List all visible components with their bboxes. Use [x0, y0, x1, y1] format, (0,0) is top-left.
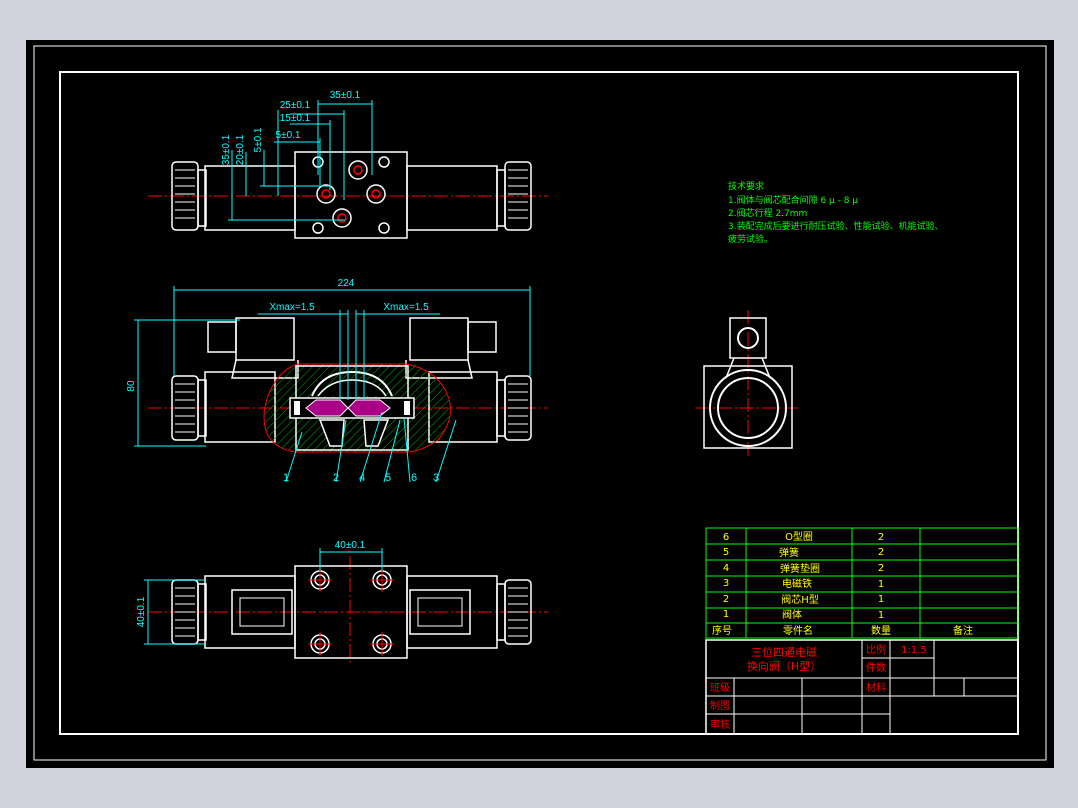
row-5-name: 弹簧	[779, 546, 799, 559]
xmax-right: Xmax=1.5	[383, 302, 429, 313]
title-block: 三位四通电磁 换向阀（H型） 比例 1:1.5 件数 材料 班级 制图 审核	[705, 639, 1019, 735]
notes-line-2: 2.阀芯行程 2.7mm	[728, 207, 807, 219]
dim-80: 80	[126, 380, 137, 392]
side-view	[696, 310, 800, 458]
notes-line-3: 3.装配完成后要进行耐压试验、性能试验、机能试验、	[728, 220, 944, 232]
material-label: 材料	[866, 681, 886, 694]
row-4-name: 弹簧垫圈	[780, 562, 820, 575]
check-label: 审核	[710, 718, 730, 731]
header-no: 序号	[712, 624, 732, 637]
dim-5-vertical: 5±0.1	[253, 127, 264, 152]
top-view: 35±0.1 25±0.1 15±0.1 5±0.1 35±0.1 20±0.1…	[148, 90, 548, 239]
dim-5-horizontal: 5±0.1	[276, 130, 301, 141]
drawing-title-line-2: 换向阀（H型）	[747, 659, 821, 673]
row-1-qty: 1	[878, 610, 884, 621]
notes-line-1: 1.阀体与阀芯配合间隙 6 μ - 8 μ	[728, 194, 858, 206]
drawing-title-line-1: 三位四通电磁	[751, 645, 817, 659]
row-2-qty: 1	[878, 594, 884, 605]
row-2-name: 阀芯H型	[781, 593, 819, 606]
header-qty: 数量	[871, 624, 891, 637]
drawing-sheet	[26, 40, 1054, 768]
xmax-left: Xmax=1.5	[269, 302, 315, 313]
row-4-no: 4	[723, 563, 729, 574]
dim-25: 25±0.1	[280, 100, 311, 111]
drawing-frame	[59, 71, 1019, 735]
row-6-name: O型圈	[785, 530, 813, 543]
header-name: 零件名	[783, 624, 813, 637]
row-5-qty: 2	[878, 547, 884, 558]
row-3-no: 3	[723, 578, 729, 589]
dim-15: 15±0.1	[280, 113, 311, 124]
notes-line-4: 疲劳试验。	[728, 233, 773, 245]
spool	[305, 399, 391, 417]
callout-2: 2	[333, 472, 339, 484]
callout-4: 4	[359, 472, 365, 484]
callout-6: 6	[411, 472, 417, 484]
row-5-no: 5	[723, 547, 729, 558]
row-1-name: 阀体	[782, 608, 802, 621]
class-label: 班级	[710, 682, 730, 694]
row-6-no: 6	[723, 532, 729, 543]
drawn-label: 制图	[710, 699, 730, 712]
bottom-view: 40±0.1 40±0.1	[136, 540, 548, 664]
scale-value: 1:1.5	[901, 645, 927, 656]
row-3-qty: 1	[878, 579, 884, 590]
scale-label: 比例	[866, 643, 886, 656]
callout-3: 3	[433, 472, 439, 484]
section-view: 224 Xmax=1.5 Xmax=1.5 80 1 2 4 5 6 3	[126, 278, 548, 484]
sheet-border	[33, 45, 1047, 761]
dim-35-horizontal: 35±0.1	[330, 90, 361, 101]
callout-1: 1	[283, 472, 289, 484]
dim-40-horizontal: 40±0.1	[335, 540, 366, 551]
row-1-no: 1	[723, 609, 729, 620]
dim-20-vertical: 20±0.1	[235, 134, 246, 165]
row-2-no: 2	[723, 594, 729, 605]
notes-title: 技术要求	[728, 180, 764, 192]
dim-224: 224	[338, 278, 355, 289]
dim-40-vertical: 40±0.1	[136, 596, 147, 627]
technical-notes: 技术要求 1.阀体与阀芯配合间隙 6 μ - 8 μ 2.阀芯行程 2.7mm …	[728, 180, 944, 245]
row-6-qty: 2	[878, 532, 884, 543]
count-label: 件数	[866, 661, 886, 674]
bottom-view-body	[294, 565, 408, 659]
header-note: 备注	[953, 624, 973, 637]
dim-35-vertical: 35±0.1	[221, 134, 232, 165]
callout-5: 5	[385, 472, 391, 484]
row-4-qty: 2	[878, 563, 884, 574]
parts-table: 6 O型圈 2 5 弹簧 2 4 弹簧垫圈 2 3 电磁铁 1 2 阀芯H型 1…	[705, 527, 1019, 639]
row-3-name: 电磁铁	[782, 577, 812, 590]
